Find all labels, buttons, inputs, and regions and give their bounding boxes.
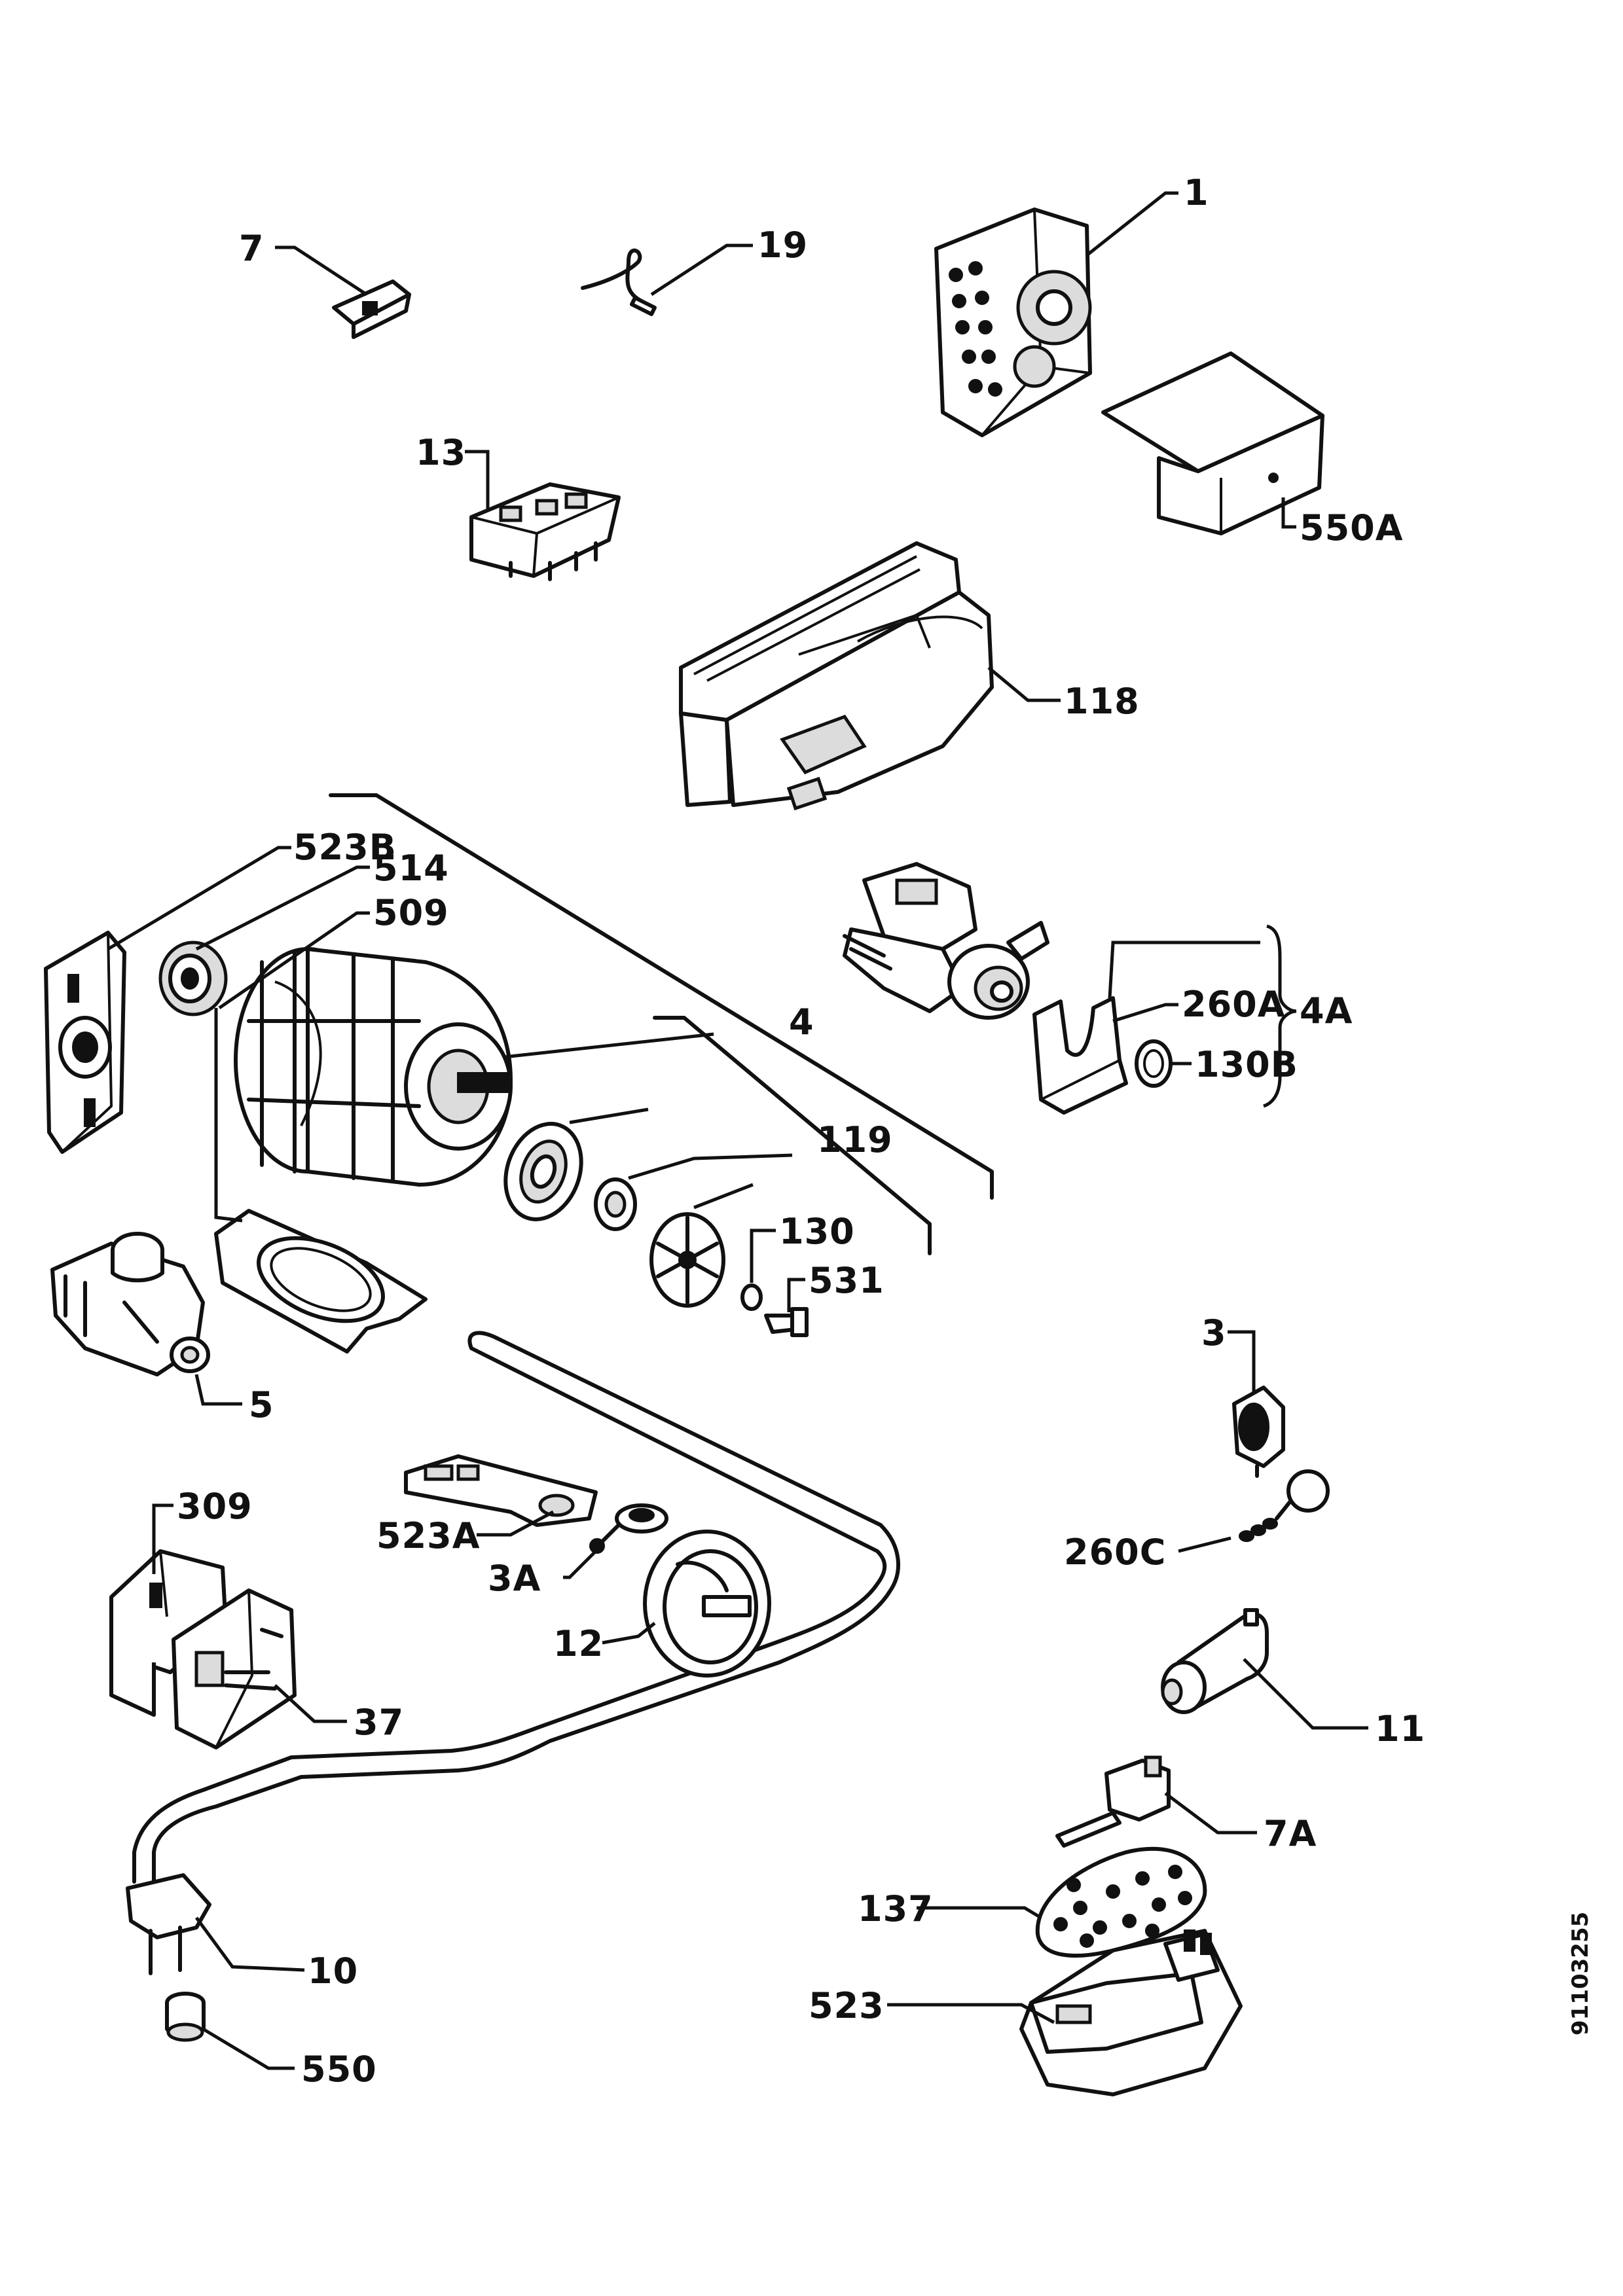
label-part-523: 523 [809, 1985, 884, 2026]
bushing [594, 1177, 637, 1231]
label-part-3A: 3A [488, 1558, 541, 1599]
part-19-sensor [581, 248, 657, 316]
label-part-514: 514 [373, 848, 449, 889]
motor-gasket [214, 1209, 428, 1354]
part-10-heater [126, 1331, 900, 1975]
label-part-4: 4 [789, 1001, 814, 1043]
part-550-plug [165, 1992, 206, 2042]
label-part-19: 19 [757, 224, 808, 266]
part-5-valve [50, 1232, 210, 1376]
label-part-531: 531 [809, 1260, 884, 1301]
part-37-connector [172, 1588, 297, 1749]
label-part-509: 509 [373, 892, 449, 933]
label-part-1: 1 [1184, 172, 1209, 213]
label-part-7A: 7A [1264, 1813, 1317, 1854]
part-260A-clamp [1032, 996, 1128, 1115]
part-523B-bracket [44, 931, 126, 1154]
label-part-5: 5 [249, 1384, 274, 1426]
part-137-filter [1035, 1846, 1207, 1958]
part-514-grommet [158, 941, 228, 1016]
part-550A-cover [1101, 351, 1324, 535]
label-part-130: 130 [779, 1211, 855, 1252]
label-part-13: 13 [416, 432, 466, 473]
label-part-3: 3 [1201, 1312, 1227, 1354]
label-part-11: 11 [1375, 1708, 1425, 1749]
label-part-523A: 523A [376, 1515, 481, 1556]
part-4-bracket-lines [329, 793, 994, 1255]
label-part-12: 12 [553, 1623, 604, 1664]
part-3A-thermostat [589, 1503, 668, 1554]
part-4-seal-ring [503, 1122, 583, 1221]
part-130-washer [740, 1283, 763, 1311]
label-part-118: 118 [1064, 681, 1140, 722]
label-part-260C: 260C [1064, 1532, 1166, 1573]
label-part-137: 137 [858, 1888, 934, 1929]
part-12-pressure-switch [643, 1530, 771, 1677]
impeller [649, 1212, 725, 1308]
part-523-housing [1019, 1929, 1243, 2096]
diagram-code: 91103255 [1567, 1912, 1594, 2036]
part-7A-microswitch [1055, 1755, 1171, 1848]
part-4A-valve [843, 862, 1049, 1020]
part-531-screw [764, 1307, 809, 1337]
label-part-523B: 523B [293, 827, 397, 868]
part-509-motor [234, 947, 513, 1187]
label-part-550A: 550A [1300, 507, 1404, 548]
label-part-130B: 130B [1195, 1044, 1298, 1085]
part-523A-bracket [404, 1454, 598, 1527]
part-13-connector [469, 482, 621, 581]
part-7-switch [332, 279, 411, 339]
label-part-37: 37 [354, 1702, 404, 1743]
label-part-119: 119 [817, 1119, 893, 1160]
label-part-550: 550 [301, 2049, 377, 2090]
part-11-capacitor [1161, 1608, 1269, 1714]
label-part-4A: 4A [1300, 990, 1353, 1031]
part-1-timer [934, 207, 1092, 437]
part-260C-chain [1239, 1469, 1330, 1542]
part-130B-oring [1135, 1039, 1173, 1088]
label-part-260A: 260A [1182, 984, 1286, 1025]
label-part-10: 10 [308, 1950, 358, 1992]
part-labels: 1 7 19 13 550A 118 523B 514 509 4 260A 4… [177, 172, 1594, 2090]
leader-lines [107, 191, 1368, 2070]
part-118-dispenser [679, 541, 994, 811]
part-3-chamber [1232, 1386, 1285, 1478]
label-part-7: 7 [239, 228, 264, 269]
label-part-309: 309 [177, 1486, 253, 1527]
